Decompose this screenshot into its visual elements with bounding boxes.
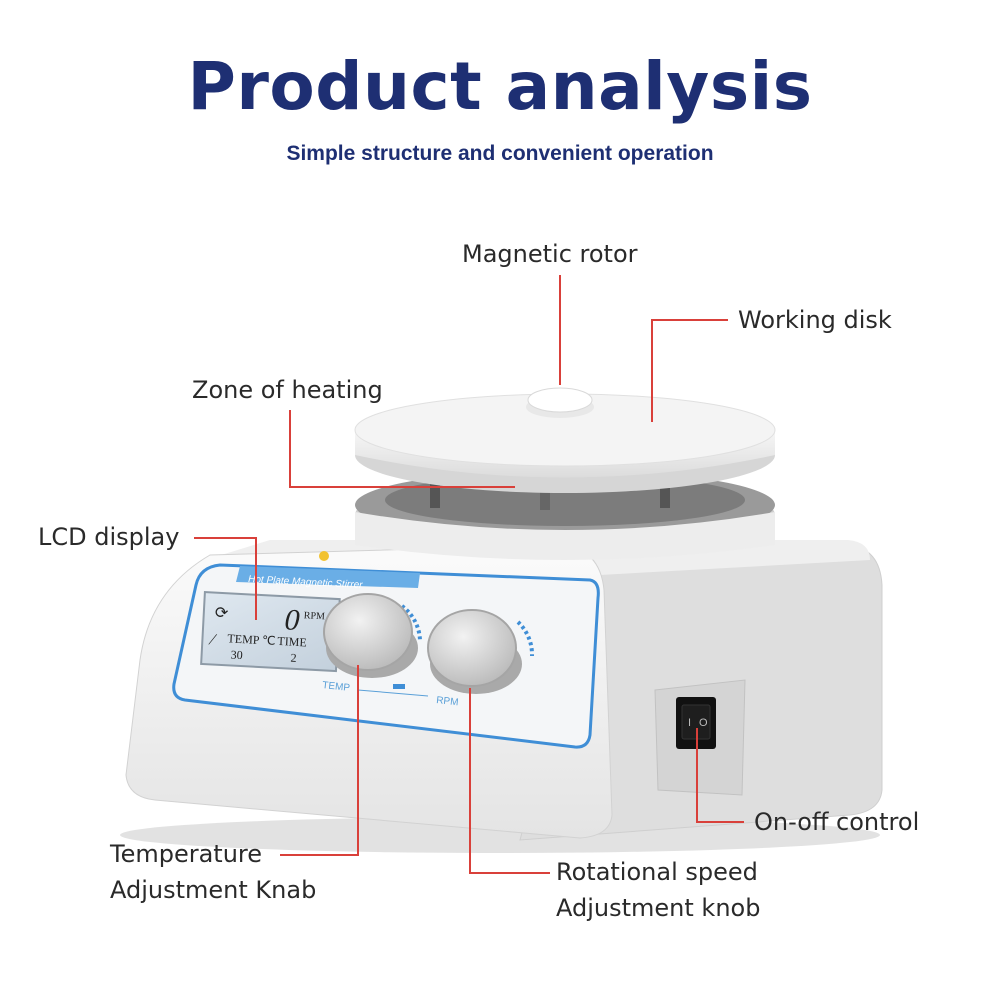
label-lcd-display: LCD display: [38, 523, 180, 551]
callout-line-lcd-display: [194, 537, 257, 620]
temperature-knob[interactable]: [323, 593, 413, 671]
lcd-time-value: 2: [290, 651, 297, 665]
lcd-display: [200, 591, 341, 673]
callout-line-zone-of-heating: [289, 410, 515, 488]
lcd-rpm-unit: RPM: [304, 610, 326, 622]
label-temperature-line1: Temperature: [110, 840, 263, 868]
rpm-knob-label: RPM: [436, 695, 459, 708]
lcd-temp-value: 30: [230, 648, 243, 663]
lcd-temp-label: TEMP ℃: [227, 631, 276, 647]
thermometer-icon: ⁄: [208, 631, 218, 648]
support-rod: [660, 470, 670, 508]
label-rotational-speed-line1: Rotational speed: [556, 858, 758, 886]
rotational-speed-knob[interactable]: [427, 609, 517, 687]
switch-off-symbol: O: [699, 717, 708, 729]
plate-column: [355, 512, 775, 560]
temp-knob-scale: [400, 604, 422, 641]
switch-on-symbol: I: [688, 717, 691, 729]
temp-knob-label: TEMP: [322, 680, 351, 694]
label-working-disk: Working disk: [738, 306, 892, 334]
label-rotational-speed-knob: Rotational speed Adjustment knob: [556, 854, 760, 926]
label-magnetic-rotor: Magnetic rotor: [462, 240, 638, 268]
cycle-icon: ⟳: [214, 605, 229, 623]
label-temperature-knob: Temperature Adjustment Knab: [110, 836, 316, 908]
magnetic-rotor: [527, 387, 593, 413]
callout-line-rotational-speed-knob: [469, 688, 550, 874]
label-on-off-control: On-off control: [754, 808, 920, 836]
label-rotational-speed-line2: Adjustment knob: [556, 894, 761, 922]
page-title: Product analysis: [187, 48, 813, 125]
knob-connector-line: [357, 689, 429, 697]
callout-line-temperature-knob: [280, 665, 359, 856]
callout-line-on-off-control: [696, 728, 744, 823]
support-rod: [430, 470, 440, 508]
label-temperature-line2: Adjustment Knab: [110, 876, 317, 904]
rpm-knob-scale: [516, 620, 535, 657]
page-subtitle: Simple structure and convenient operatio…: [286, 142, 714, 165]
warning-mark: [319, 551, 329, 561]
callout-line-working-disk: [651, 319, 728, 422]
panel-header-strip: [236, 566, 420, 588]
stir-icon: [393, 684, 405, 689]
lcd-rpm-value: 0: [284, 603, 301, 637]
lcd-time-label: TIME: [277, 634, 307, 650]
label-zone-of-heating: Zone of heating: [192, 376, 383, 404]
